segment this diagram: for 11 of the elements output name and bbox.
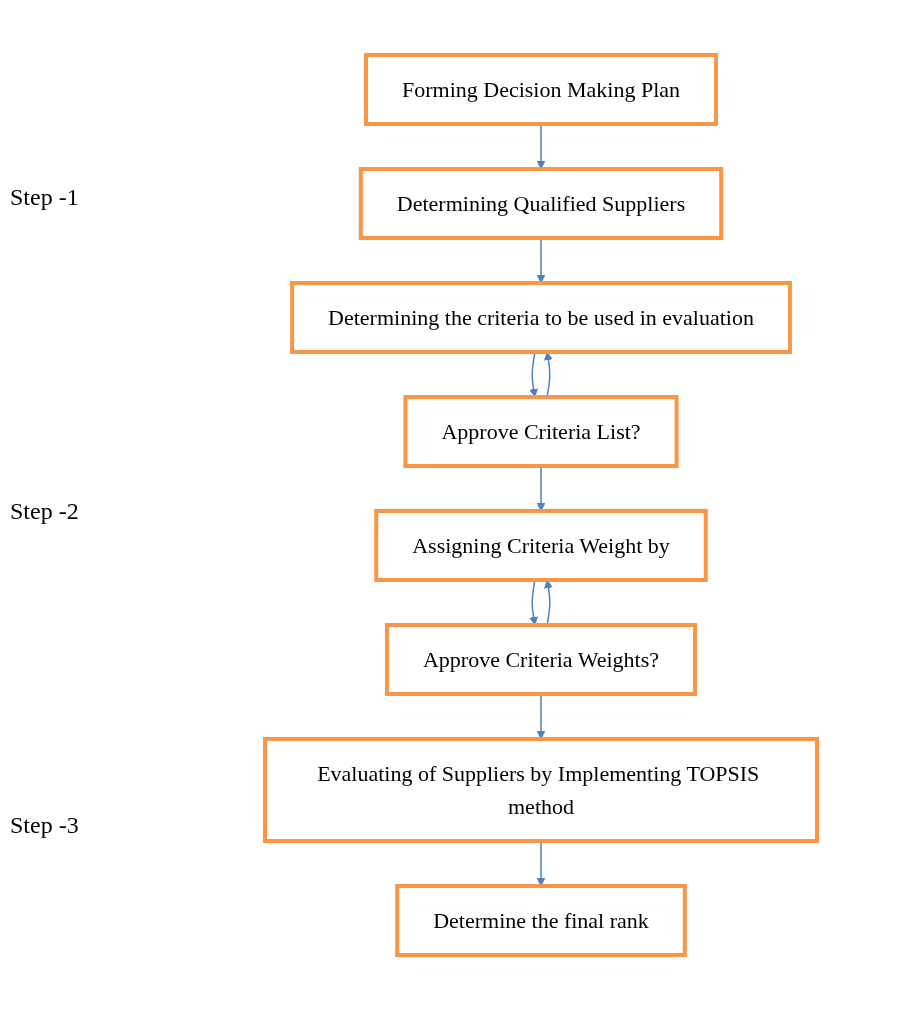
- node-box: Determining Qualified Suppliers: [358, 167, 724, 240]
- step-label: Step -2: [9, 497, 80, 525]
- node-box: Determine the final rank: [395, 884, 687, 957]
- step-label: Step -1: [9, 183, 80, 211]
- node-box: Determining the criteria to be used in evaluation: [290, 281, 792, 354]
- node-box: Evaluating of Suppliers by Implementing TOPSIS method: [263, 737, 819, 843]
- node-box: Approve Criteria Weights?: [384, 623, 698, 696]
- node-box: Assigning Criteria Weight by: [374, 509, 708, 582]
- node-box: Approve Criteria List?: [403, 395, 679, 468]
- step-label: Step -3: [9, 811, 80, 839]
- node-box: Forming Decision Making Plan: [364, 53, 718, 126]
